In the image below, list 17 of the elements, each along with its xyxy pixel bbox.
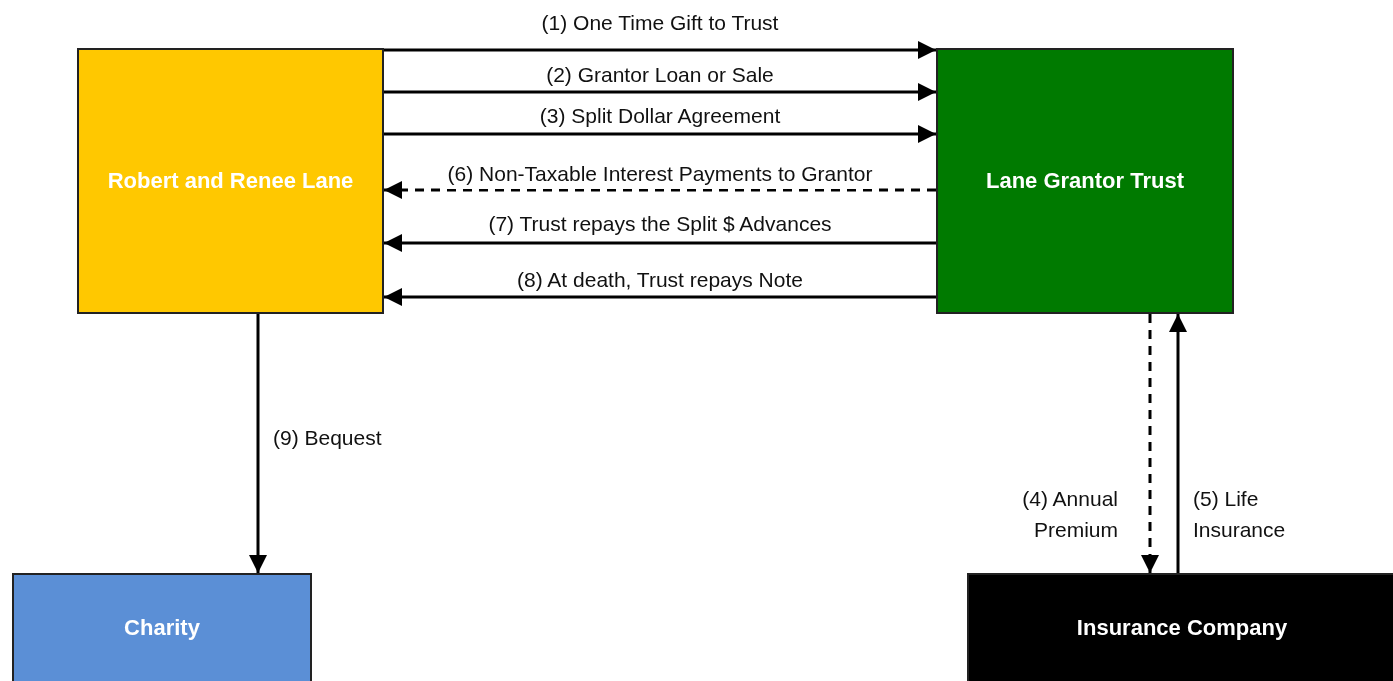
entity-box [77, 48, 384, 314]
arrow [1169, 314, 1187, 573]
entity-name: Robert and Renee Lane [106, 168, 355, 194]
arrow [1141, 314, 1159, 573]
entity-box [936, 48, 1234, 314]
arrow [384, 125, 936, 143]
entity-name: Insurance Company [1075, 615, 1289, 641]
entity-name: Charity [123, 615, 201, 641]
entity-box [12, 573, 312, 681]
arrow [384, 234, 936, 252]
entity-box [967, 573, 1393, 681]
arrow [384, 181, 936, 199]
arrow [384, 288, 936, 306]
entity-name: Lane Grantor Trust [984, 168, 1185, 194]
arrow [384, 83, 936, 101]
arrow [249, 314, 267, 573]
arrow [384, 41, 936, 59]
